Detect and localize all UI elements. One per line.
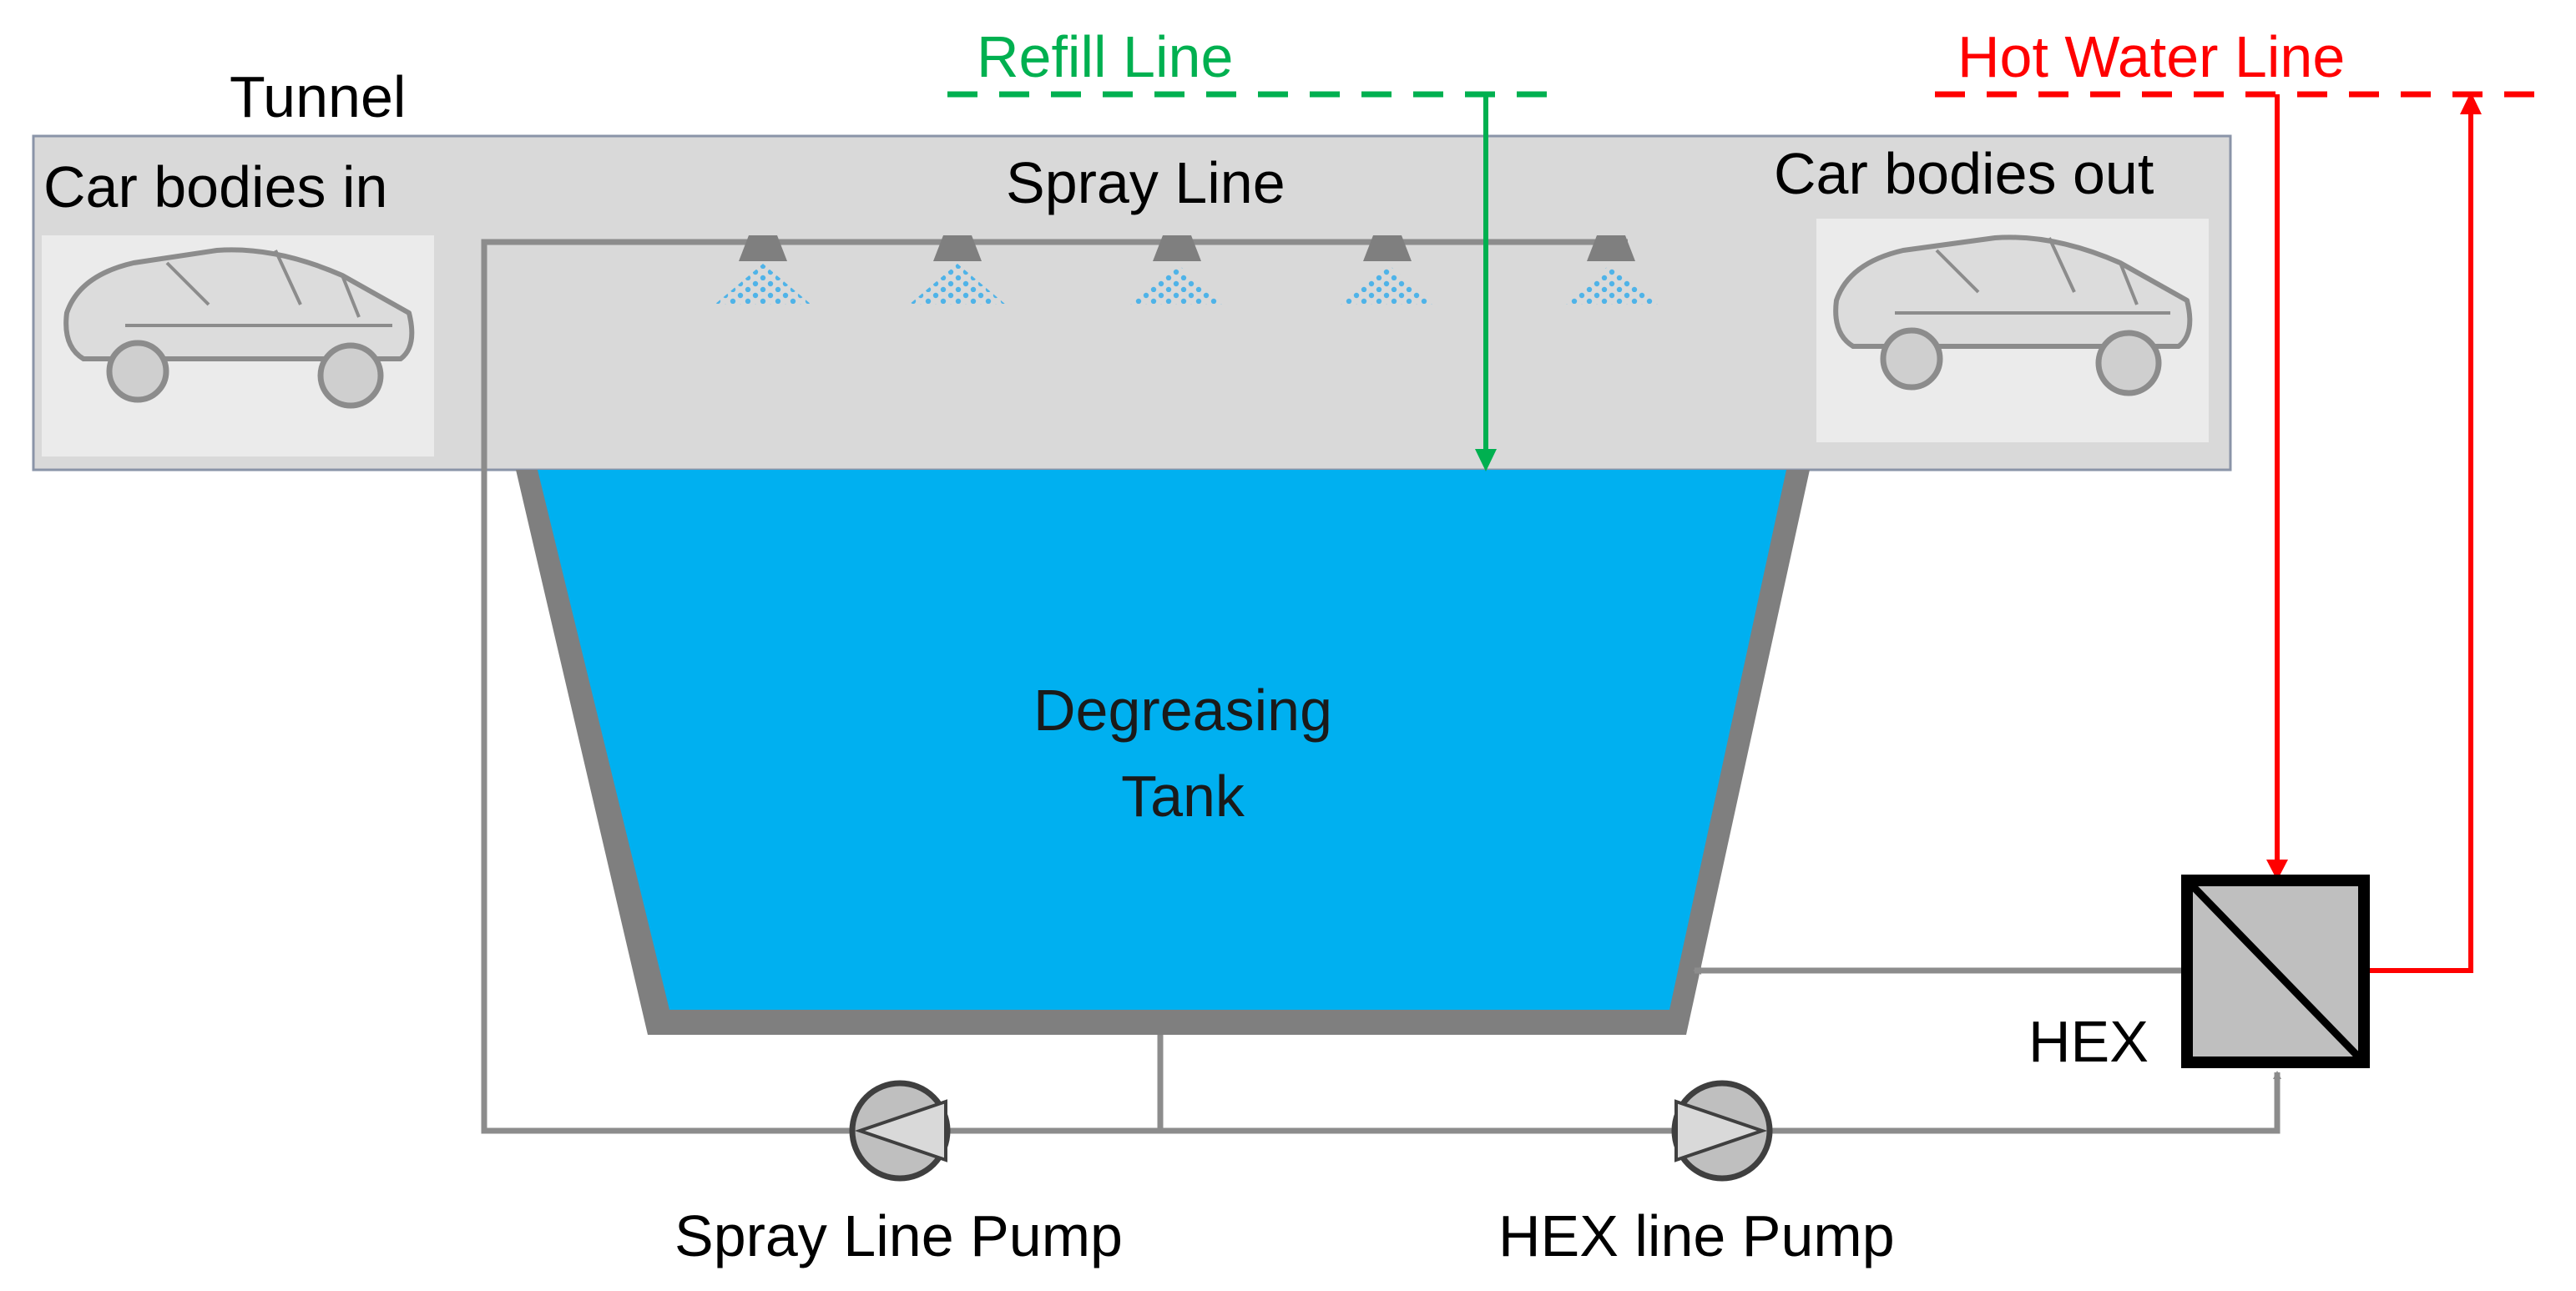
spray-line-pump-label: Spray Line Pump <box>674 1203 1123 1268</box>
car-bodies-out-label: Car bodies out <box>1774 141 2154 206</box>
spray-nozzles <box>715 235 1659 305</box>
hot-water-line <box>1935 91 2554 973</box>
car-bodies-in-label: Car bodies in <box>43 154 387 219</box>
car-body-icon <box>1833 234 2193 396</box>
car-body-icon <box>63 247 415 409</box>
spray-nozzle-icon <box>1563 235 1659 305</box>
degreasing-tank <box>516 470 1810 1035</box>
spray-nozzle-icon <box>1129 235 1225 305</box>
spray-line-label: Spray Line <box>1006 150 1285 215</box>
spray-nozzle-icon <box>909 235 1006 305</box>
car-bodies-out-image <box>1816 219 2209 442</box>
heat-exchanger-icon <box>2181 875 2370 1068</box>
tank-label-line1: Degreasing <box>1033 678 1332 743</box>
hex-line-pump-label: HEX line Pump <box>1498 1203 1895 1268</box>
car-bodies-in-image <box>42 235 434 456</box>
spray-nozzle-icon <box>715 235 811 305</box>
tunnel-label: Tunnel <box>230 64 406 129</box>
hex-line-pump-icon <box>1671 1080 1773 1182</box>
hex-label: HEX <box>2028 1009 2149 1074</box>
refill-line <box>947 91 1565 472</box>
recirculation-pipes <box>481 239 2281 1134</box>
refill-line-label: Refill Line <box>977 24 1233 89</box>
hot-water-line-label: Hot Water Line <box>1957 24 2345 89</box>
tank-label-line2: Tank <box>1121 764 1245 829</box>
spray-nozzle-icon <box>1339 235 1436 305</box>
spray-line-pump-icon <box>849 1080 951 1182</box>
